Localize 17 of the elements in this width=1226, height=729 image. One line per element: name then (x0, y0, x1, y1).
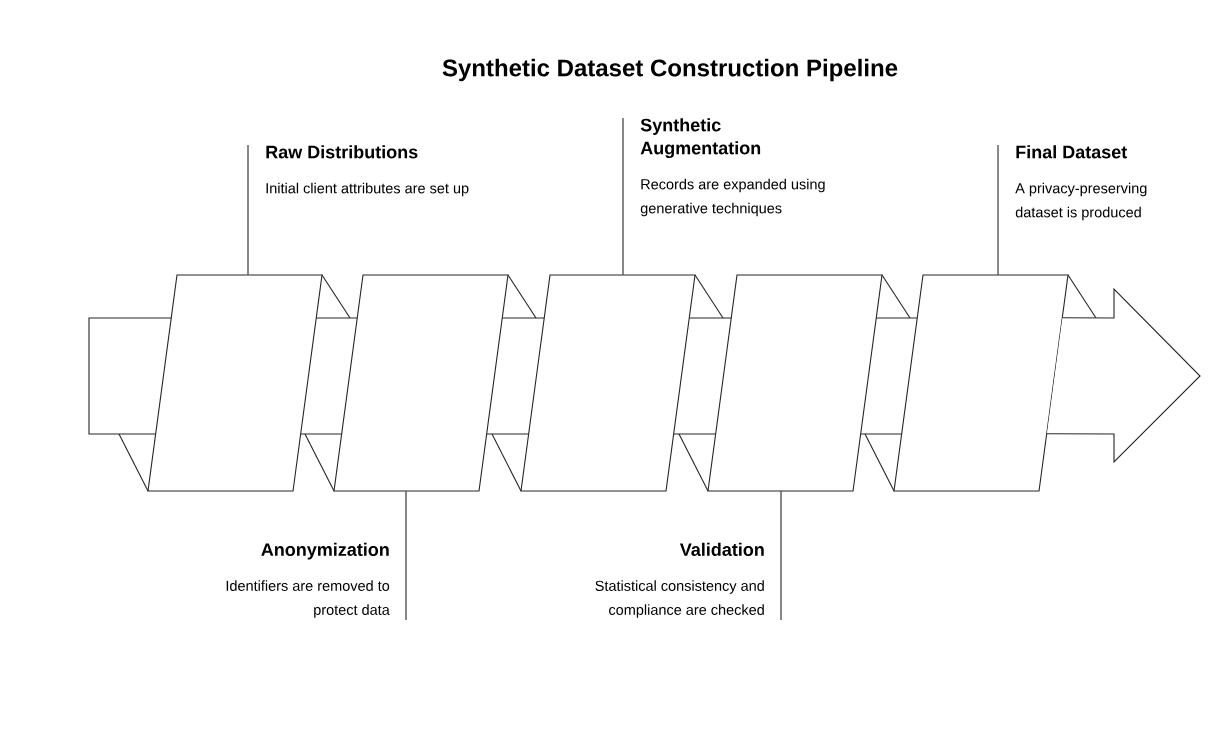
callout-text: Final Dataset A privacy-preserving dataset is produced (1015, 145, 1147, 221)
callout-text: Anonymization Identifiers are removed to protect data (226, 542, 390, 618)
leader-line (247, 144, 249, 276)
callout-text: Raw Distributions Initial client attributes are set up (266, 145, 469, 197)
panel (707, 274, 883, 492)
panel (520, 274, 696, 492)
block-arrow (1046, 287, 1201, 464)
panel (893, 274, 1069, 492)
callout-text: Synthetic Augmentation Records are expanded using generative techniques (640, 118, 825, 217)
leader-line (405, 490, 407, 621)
leader-line (622, 117, 624, 276)
leader-line (780, 490, 782, 621)
panel (333, 274, 509, 492)
callout-text: Validation Statistical consistency and compliance are checked (595, 542, 764, 618)
title: Synthetic Dataset Construction Pipeline (442, 58, 898, 82)
leader-line (997, 144, 999, 276)
panel (147, 274, 323, 492)
